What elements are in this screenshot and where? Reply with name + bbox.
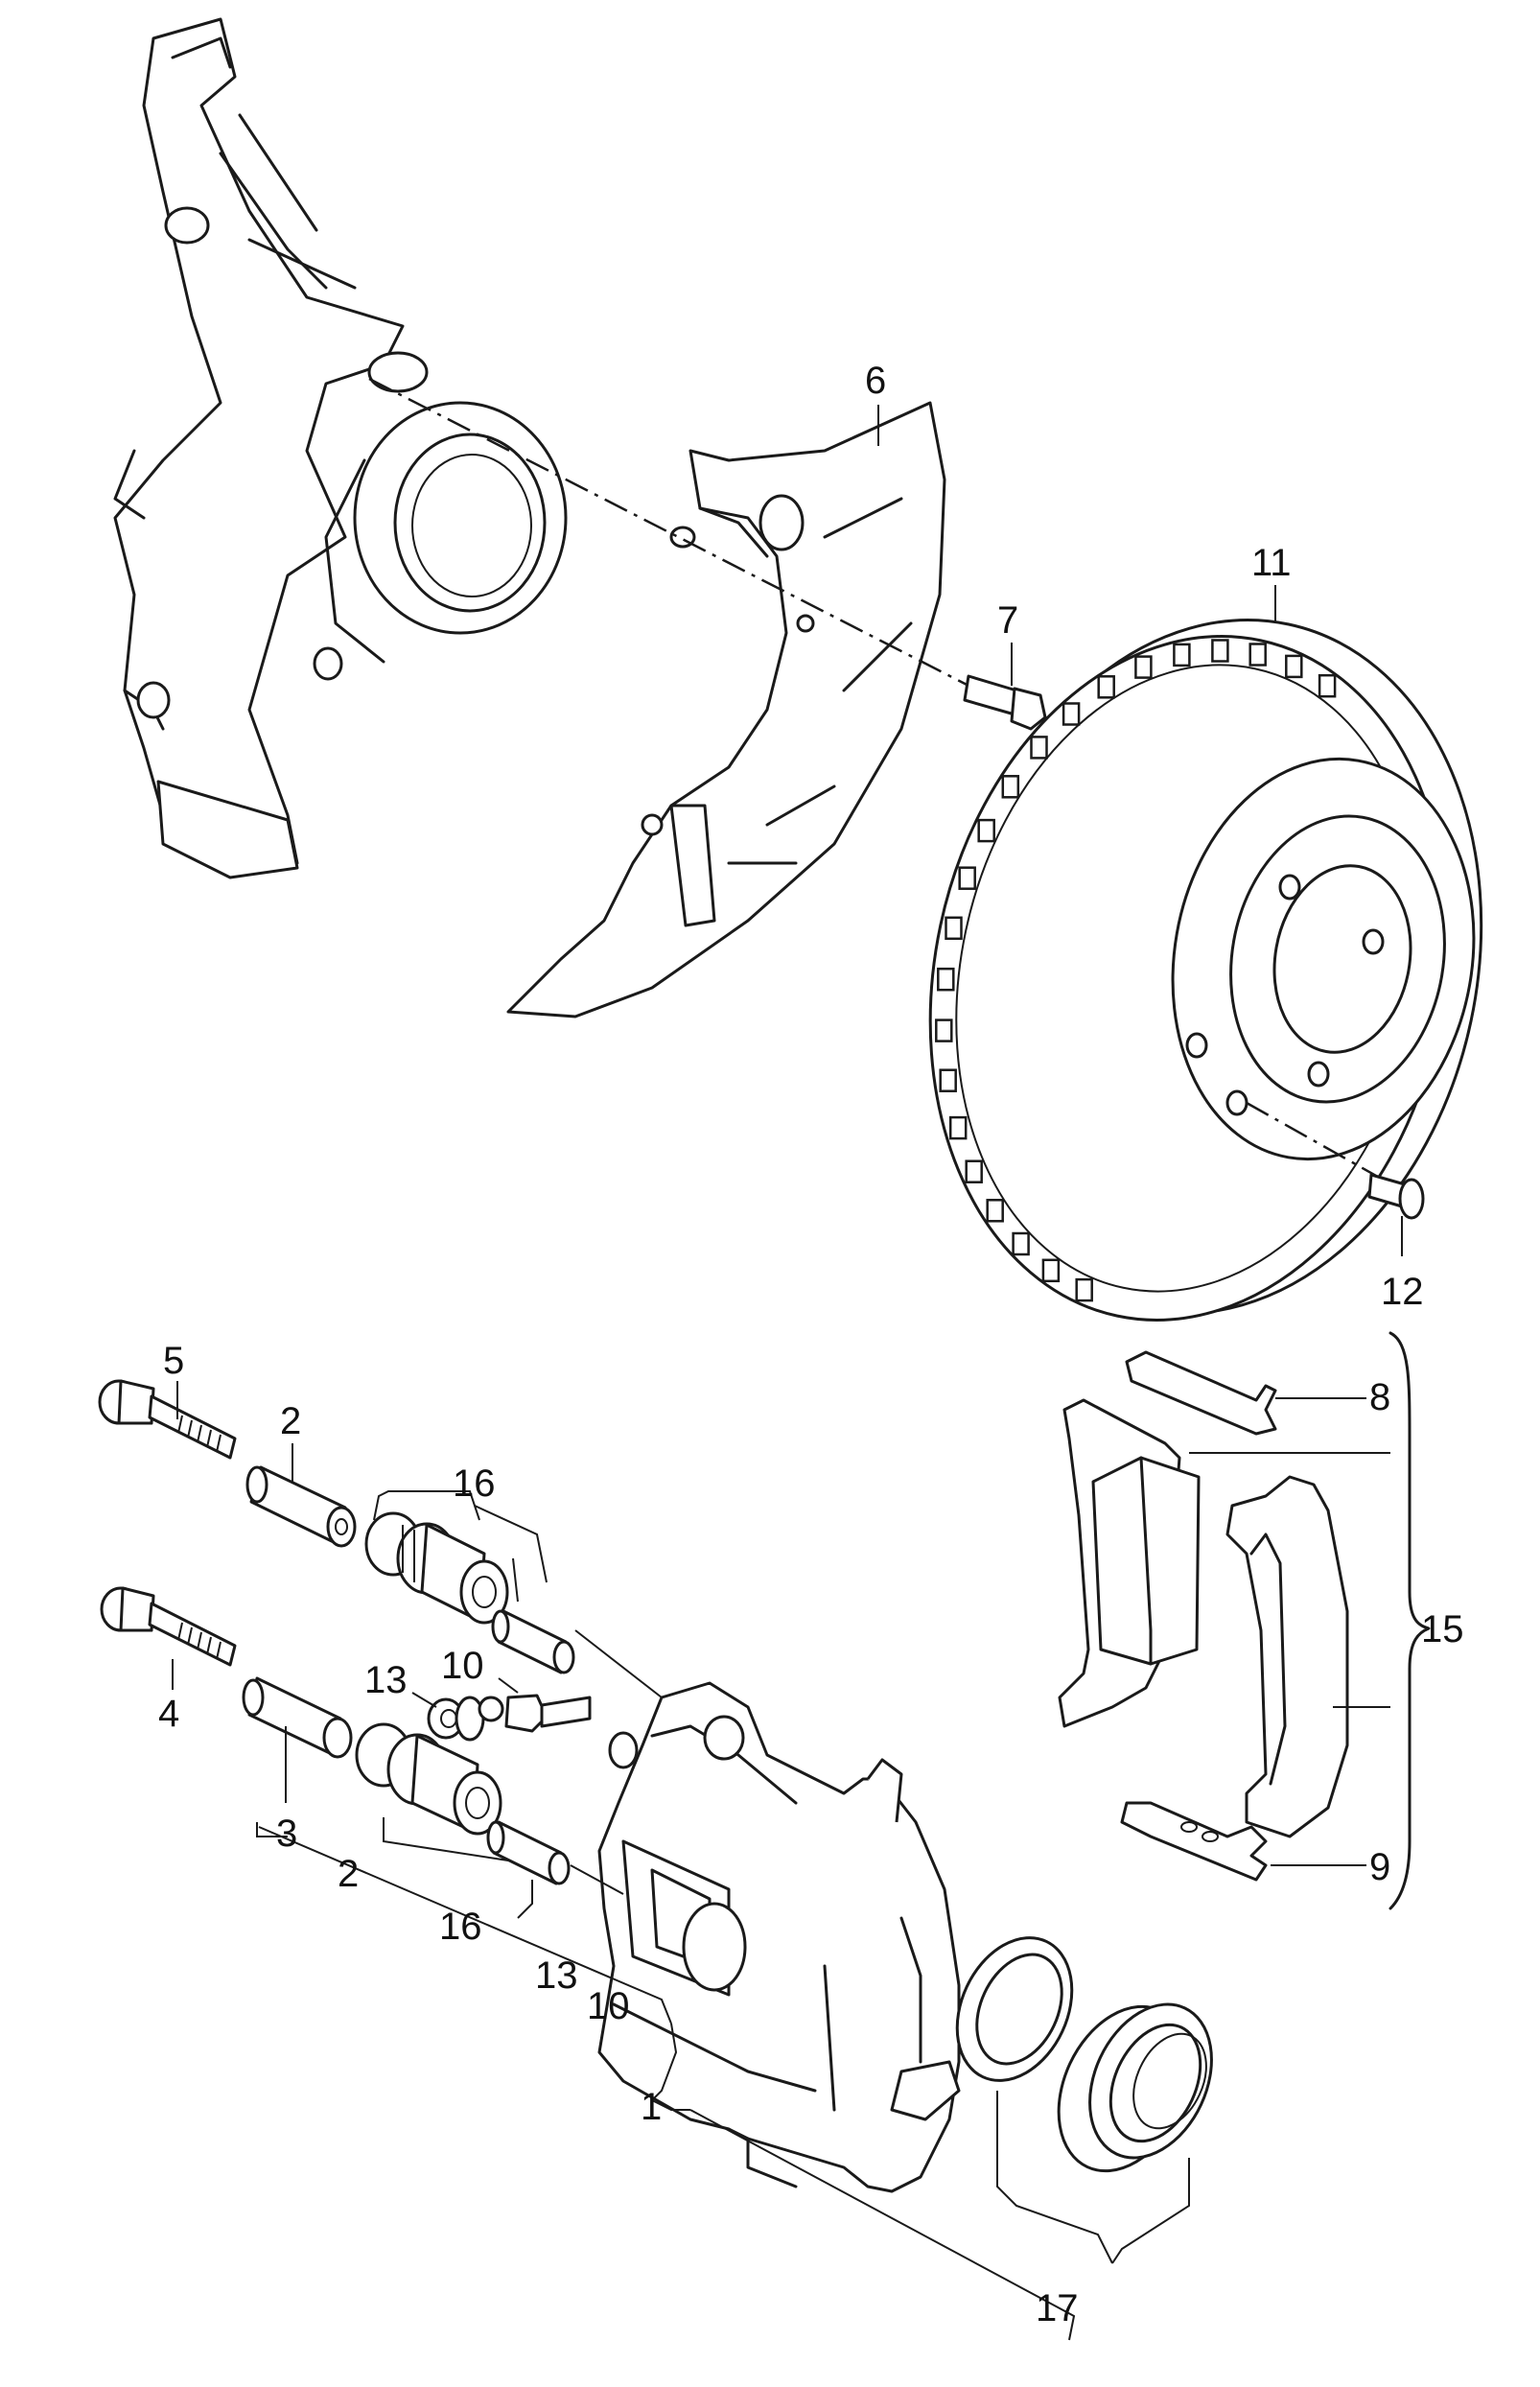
vent-slot — [1041, 1258, 1061, 1283]
callout-7: 7 — [997, 599, 1018, 642]
callout-16-bottom: 16 — [439, 1906, 482, 1948]
callout-17: 17 — [1036, 2287, 1079, 2329]
callout-9: 9 — [1369, 1846, 1390, 1888]
vent-slot — [1012, 1231, 1030, 1256]
vent-slot — [1097, 675, 1115, 699]
callout-2-bottom: 2 — [338, 1853, 359, 1895]
vent-slot — [948, 1115, 968, 1140]
vent-slot — [1001, 775, 1020, 799]
vent-slot — [977, 818, 995, 843]
vent-slot — [939, 1068, 957, 1092]
vent-slot — [945, 916, 963, 941]
shield-bolt — [963, 674, 1047, 731]
axis-line-shield — [368, 377, 979, 692]
vent-slot — [935, 1018, 953, 1042]
callout-4: 4 — [158, 1693, 179, 1735]
callout-labels: 6 7 11 12 5 2 16 10 13 4 3 2 16 13 10 1 … — [158, 360, 1464, 2329]
vent-slot — [1248, 643, 1267, 667]
callout-6: 6 — [865, 360, 886, 402]
bushing-lower — [355, 1722, 502, 1836]
bleeder-valve — [478, 1694, 592, 1733]
callout-8: 8 — [1369, 1376, 1390, 1418]
cap-upper — [491, 1609, 575, 1674]
guide-sleeve-lower — [242, 1676, 353, 1759]
vent-slot — [965, 1159, 983, 1183]
callout-12: 12 — [1381, 1271, 1424, 1313]
callout-10-bottom: 10 — [587, 1985, 630, 2027]
guide-sleeve-upper — [245, 1465, 357, 1548]
vent-slot — [1134, 655, 1153, 679]
vent-slot — [1211, 639, 1229, 663]
dust-cap-bleeder — [427, 1696, 485, 1742]
steering-knuckle — [113, 17, 568, 879]
guide-bolt-lower — [100, 1586, 237, 1667]
vent-slot — [1173, 643, 1191, 667]
vent-slot — [986, 1199, 1004, 1223]
splash-shield — [506, 401, 946, 1018]
callout-11: 11 — [1251, 542, 1292, 584]
callout-13-bottom: 13 — [535, 1954, 578, 1997]
cap-lower — [486, 1820, 571, 1885]
piston-seal-ring — [955, 1936, 1074, 2082]
vent-slot — [1030, 736, 1048, 760]
disc-screw — [1367, 1173, 1425, 1220]
callout-3: 3 — [276, 1813, 297, 1855]
vent-slot — [958, 866, 976, 890]
callout-16-top: 16 — [453, 1463, 496, 1505]
callout-2-top: 2 — [280, 1400, 301, 1442]
vent-slot — [1075, 1277, 1093, 1302]
vent-slot — [1285, 654, 1303, 679]
vent-slot — [937, 967, 955, 992]
callout-13-top: 13 — [364, 1659, 408, 1701]
vent-slots — [935, 639, 1337, 1302]
vent-slot — [1062, 702, 1081, 726]
callout-15: 15 — [1421, 1608, 1464, 1650]
callout-1: 1 — [641, 2086, 662, 2128]
leader-lines — [172, 405, 1403, 2341]
brake-caliper — [597, 1681, 961, 2193]
callout-5: 5 — [163, 1340, 184, 1382]
brake-disc — [928, 619, 1483, 1322]
piston-dust-boot — [1057, 2002, 1213, 2173]
brake-pads — [1058, 1331, 1431, 1910]
vent-slot — [1318, 673, 1337, 698]
guide-bolt-upper — [98, 1379, 237, 1460]
bushing-upper — [364, 1511, 509, 1625]
callout-10-top: 10 — [441, 1645, 484, 1687]
